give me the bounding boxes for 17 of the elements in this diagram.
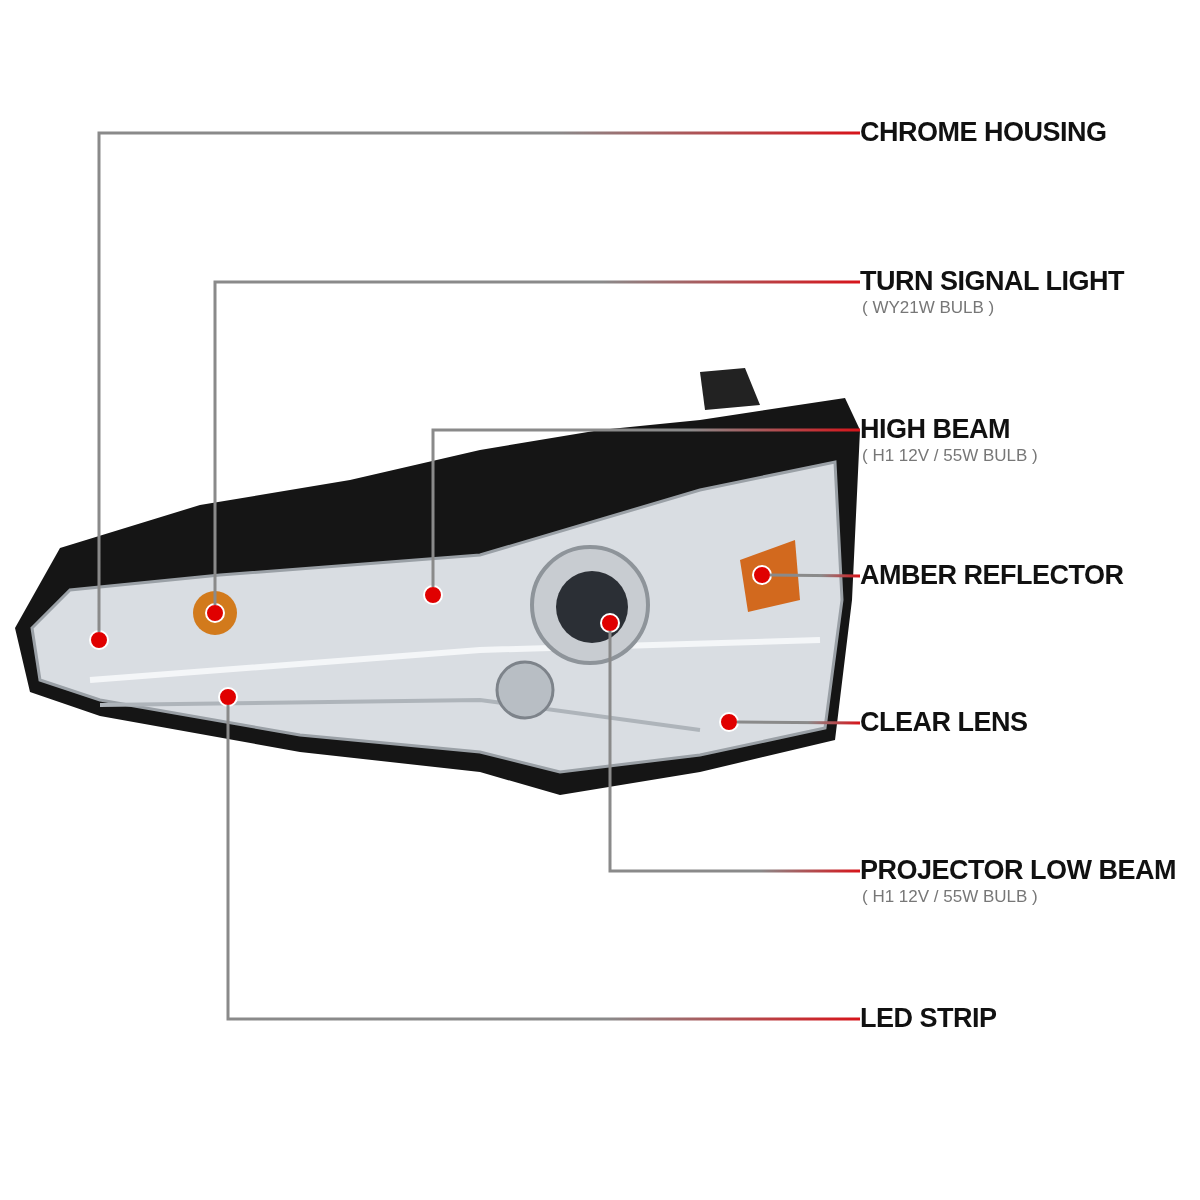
bulb-spec: ( WY21W BULB ) — [862, 297, 996, 319]
bulb-spec: ( H1 12V / 55W BULB ) — [862, 445, 1038, 467]
part-name: AMBER REFLECTOR — [860, 559, 1124, 591]
leader-line — [97, 131, 860, 632]
part-name: LED STRIP — [860, 1002, 997, 1034]
bulb-spec: ( H1 12V / 55W BULB ) — [862, 886, 1039, 908]
headlight-drawing — [15, 368, 860, 795]
leader-line — [226, 705, 860, 1021]
part-name: HIGH BEAM — [860, 413, 1011, 445]
part-name: PROJECTOR LOW BEAM — [860, 854, 1176, 886]
leader-line — [213, 280, 860, 605]
part-name: TURN SIGNAL LIGHT — [860, 265, 1124, 297]
part-name: CLEAR LENS — [860, 706, 1028, 738]
leader-line — [431, 428, 860, 587]
part-name: CHROME HOUSING — [860, 116, 1107, 148]
leader-line — [608, 631, 860, 873]
leader-line — [770, 573, 860, 578]
